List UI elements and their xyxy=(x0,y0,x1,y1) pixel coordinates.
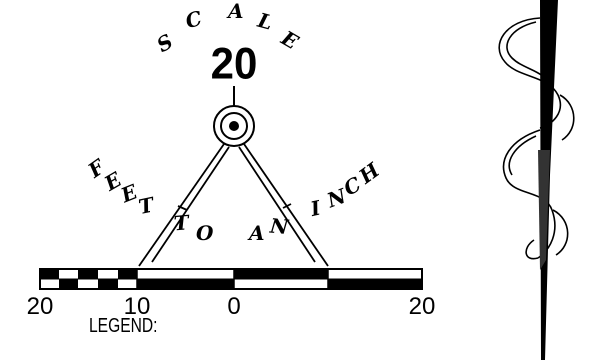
scale-letter: L xyxy=(254,8,275,35)
scale-letter: C xyxy=(183,6,205,33)
legend-title: LEGEND: xyxy=(89,315,158,337)
an-letter: A xyxy=(247,221,265,245)
feet-letter: T xyxy=(136,192,158,219)
scale-letter: S xyxy=(152,29,177,57)
to-letter: O xyxy=(196,221,214,245)
north-arrow-icon xyxy=(498,0,575,360)
scale-letter: E xyxy=(276,25,303,54)
scale-bar-label: 20 xyxy=(409,293,436,320)
divider-legs xyxy=(138,143,329,267)
scale-bar-labels: 20 10 0 20 xyxy=(27,293,436,320)
inch-letter: I xyxy=(307,195,323,221)
scale-letter: A xyxy=(226,0,244,23)
divider-pivot xyxy=(213,105,255,147)
scale-value: 20 xyxy=(211,40,258,89)
an-letter: N xyxy=(268,213,290,239)
to-letter: T xyxy=(173,210,192,235)
scale-bar-label: 0 xyxy=(227,293,240,320)
scale-bar xyxy=(39,268,423,290)
scale-bar-label: 20 xyxy=(27,293,54,320)
feet-to-an-inch-words: F E E T T O A N I N C H xyxy=(83,154,385,245)
scale-bar-label: 10 xyxy=(124,293,151,320)
